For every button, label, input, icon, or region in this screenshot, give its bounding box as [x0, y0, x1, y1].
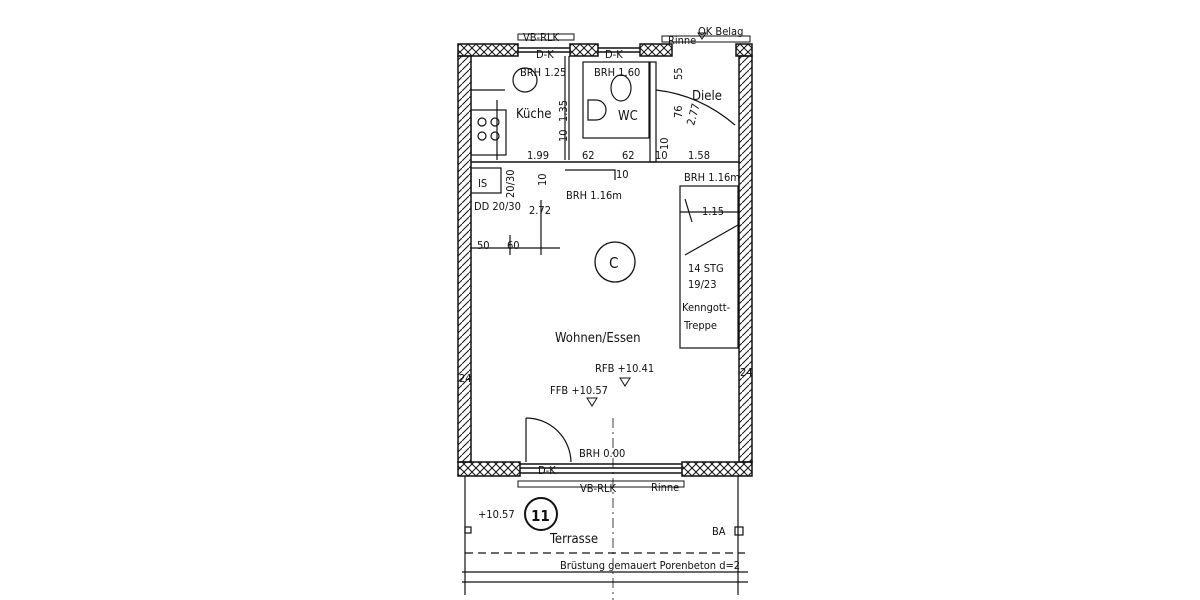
dimension: 24 [740, 366, 753, 379]
brh-door-label: BRH 0.00 [579, 447, 625, 460]
apartment-number: 11 [531, 507, 550, 525]
top-wall [457, 33, 753, 57]
dimension: 10 [616, 168, 629, 181]
stairs-ratio-label: 19/23 [688, 278, 717, 291]
dk-label: D-K [538, 464, 556, 477]
dimension: 55 [672, 67, 685, 80]
ffb-level-marker [586, 397, 598, 407]
room-label-hall: Diele [692, 89, 722, 104]
stairs-type-label: Treppe [683, 319, 717, 332]
dimension: 1.15 [702, 205, 724, 218]
brh-kitchen-low-label: BRH 1.16m [566, 189, 622, 202]
brh-hall-label: BRH 1.16m [684, 171, 740, 184]
ffb-label: FFB +10.57 [550, 384, 608, 397]
room-label-terrace: Terrasse [549, 532, 598, 547]
brh-kitchen-label: BRH 1.25 [520, 66, 566, 79]
dimension: 10 [536, 173, 549, 186]
room-label-living: Wohnen/Essen [555, 331, 641, 346]
dimension: 10 [655, 149, 668, 162]
floor-level-marker [697, 32, 707, 40]
dd-label: DD 20/30 [474, 200, 521, 213]
apartment-number-circle [524, 497, 558, 531]
dimension: 1.35 [557, 100, 570, 122]
dimension: 1.58 [688, 149, 710, 162]
dimension: 2.72 [529, 204, 551, 217]
stairs-type-label: Kenngott- [682, 301, 731, 314]
left-wall [457, 55, 472, 463]
gutter-top-label: Rinne [668, 34, 696, 47]
room-label-kitchen: Küche [516, 107, 551, 122]
dimension: 24 [459, 372, 472, 385]
parapet-label: Brüstung gemauert Porenbeton d=2 [560, 559, 740, 572]
rfb-label: RFB +10.41 [595, 362, 654, 375]
brh-wc-label: BRH 1.60 [594, 66, 640, 79]
interior-walls [462, 56, 748, 600]
rfb-level-marker [619, 377, 631, 387]
drain-label: BA [712, 525, 726, 538]
terrace-level-label: +10.57 [478, 508, 515, 521]
shaft-label: IS [478, 177, 487, 190]
stairs-count-label: 14 STG [688, 262, 724, 275]
dimension: 50 [477, 239, 490, 252]
dimension: 1.99 [527, 149, 549, 162]
unit-marker: C [609, 254, 618, 272]
dimension: 20/30 [504, 169, 517, 198]
window-top-label: VB-RLK [523, 31, 560, 44]
dk-label: D-K [605, 48, 623, 61]
dimension: 76 [672, 105, 685, 118]
right-wall [738, 55, 753, 463]
dk-label: D-K [536, 48, 554, 61]
dimension: 10 [658, 137, 671, 150]
bottom-wall [457, 461, 753, 488]
window-bottom-label: VB-RLK [580, 482, 617, 495]
unit-marker-circle [594, 241, 636, 283]
dimension: 62 [622, 149, 635, 162]
gutter-bottom-label: Rinne [651, 481, 679, 494]
room-label-wc: WC [618, 109, 638, 124]
dimension: 2.77 [684, 102, 702, 127]
dimension: 60 [507, 239, 520, 252]
dimension: 62 [582, 149, 595, 162]
floor-finish-label: OK Belag [698, 25, 743, 38]
dimension: 10 [557, 129, 570, 142]
